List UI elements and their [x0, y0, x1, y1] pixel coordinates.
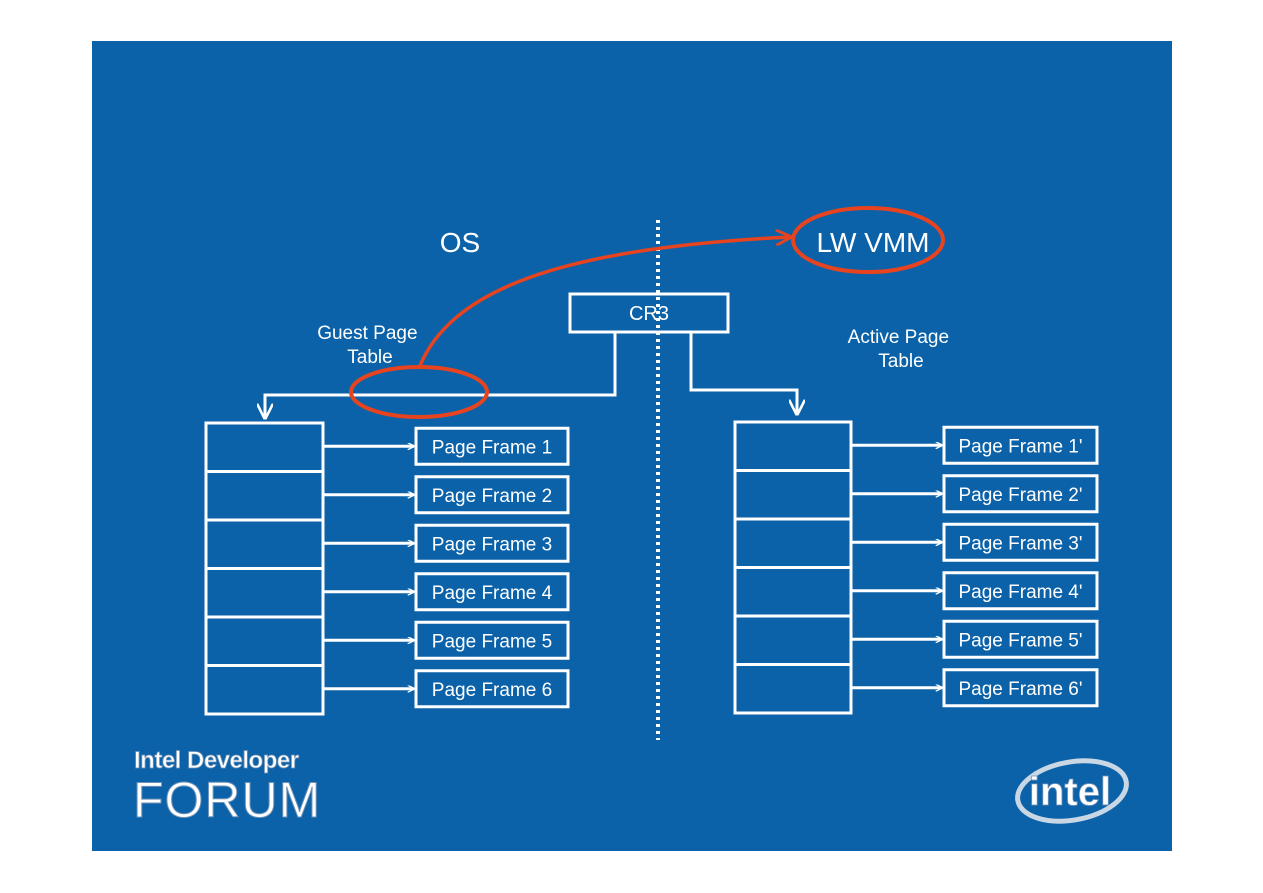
cr3-to-active-table-arrow	[689, 333, 797, 414]
active-page-frame-box	[942, 619, 1099, 659]
idf-logo-line2: FORUM	[133, 772, 321, 828]
guest-page-frame-box	[414, 523, 570, 563]
active-page-frame-box	[942, 425, 1099, 465]
guest-page-frame-box	[414, 572, 570, 612]
slide-background	[92, 41, 1172, 851]
active-page-frame-label: Page Frame 2'	[958, 485, 1082, 506]
active-page-frame-label: Page Frame 5'	[958, 630, 1082, 651]
trap-to-vmm-arrow	[417, 237, 790, 369]
active-page-table-label-line1: Active Page	[848, 327, 949, 348]
idf-logo-line1: Intel Developer	[134, 747, 299, 774]
active-page-frame-label: Page Frame 4'	[958, 582, 1082, 603]
cr3-box	[568, 292, 730, 334]
active-page-frame-box	[942, 668, 1099, 708]
active-page-table-label: Active Page Table	[848, 327, 955, 372]
os-label: OS	[440, 227, 480, 258]
guest-page-table-label-line1: Guest Page	[317, 323, 417, 344]
guest-page-frame-box	[414, 426, 570, 466]
guest-page-frame-box	[414, 475, 570, 515]
lw-vmm-highlight	[791, 206, 945, 274]
lw-vmm-label: LW VMM	[816, 227, 929, 258]
active-page-frame-label: Page Frame 1'	[958, 436, 1082, 457]
active-page-frame-box	[942, 571, 1099, 611]
guest-page-frame-label: Page Frame 4	[432, 583, 553, 604]
cr3-label: CR3	[629, 303, 669, 325]
guest-pointer-highlight	[349, 365, 489, 419]
active-page-frame-label: Page Frame 3'	[958, 533, 1082, 554]
guest-page-frame-label: Page Frame 6	[432, 680, 552, 701]
cr3-to-guest-table-arrow	[265, 333, 617, 418]
active-page-frame-box	[942, 474, 1099, 514]
guest-page-table-label: Guest Page Table	[317, 323, 423, 368]
guest-page-frame-label: Page Frame 2	[432, 486, 552, 507]
intel-logo: intel	[1015, 758, 1129, 824]
guest-page-table: Page Frame 1 Page Frame 2 Page Frame 3 Page…	[204, 421, 570, 716]
guest-page-frame-label: Page Frame 5	[432, 631, 552, 652]
guest-page-frame-label: Page Frame 1	[432, 437, 552, 458]
intel-logo-text: intel	[1029, 770, 1111, 814]
active-page-table: Page Frame 1' Page Frame 2' Page Frame 3' P…	[733, 420, 1099, 715]
guest-page-table-label-line2: Table	[347, 347, 392, 368]
active-page-frame-label: Page Frame 6'	[958, 679, 1082, 700]
guest-page-frame-box	[414, 620, 570, 660]
guest-page-frame-label: Page Frame 3	[432, 534, 552, 555]
guest-page-frame-box	[414, 669, 570, 709]
active-page-table-label-line2: Table	[878, 351, 923, 372]
active-page-frame-box	[942, 522, 1099, 562]
